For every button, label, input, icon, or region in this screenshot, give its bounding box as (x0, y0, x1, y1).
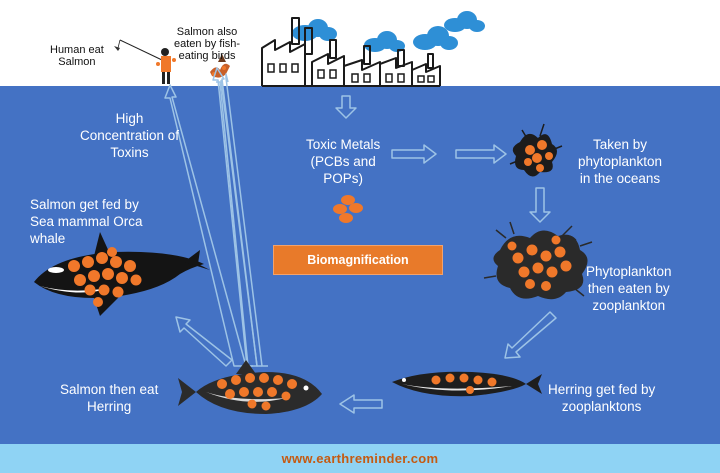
cloud-icon (444, 11, 485, 32)
phytoplankton-icon (509, 123, 563, 177)
zooplankton-icon (483, 221, 593, 300)
biomagnification-badge: Biomagnification (273, 245, 443, 275)
footer-url[interactable]: www.earthreminder.com (281, 451, 439, 466)
factory-icon (261, 17, 441, 87)
cloud-icon (413, 26, 458, 50)
toxin-droplets (333, 195, 363, 223)
fisherman-icon (114, 39, 176, 84)
footer-bar: www.earthreminder.com (0, 444, 720, 473)
